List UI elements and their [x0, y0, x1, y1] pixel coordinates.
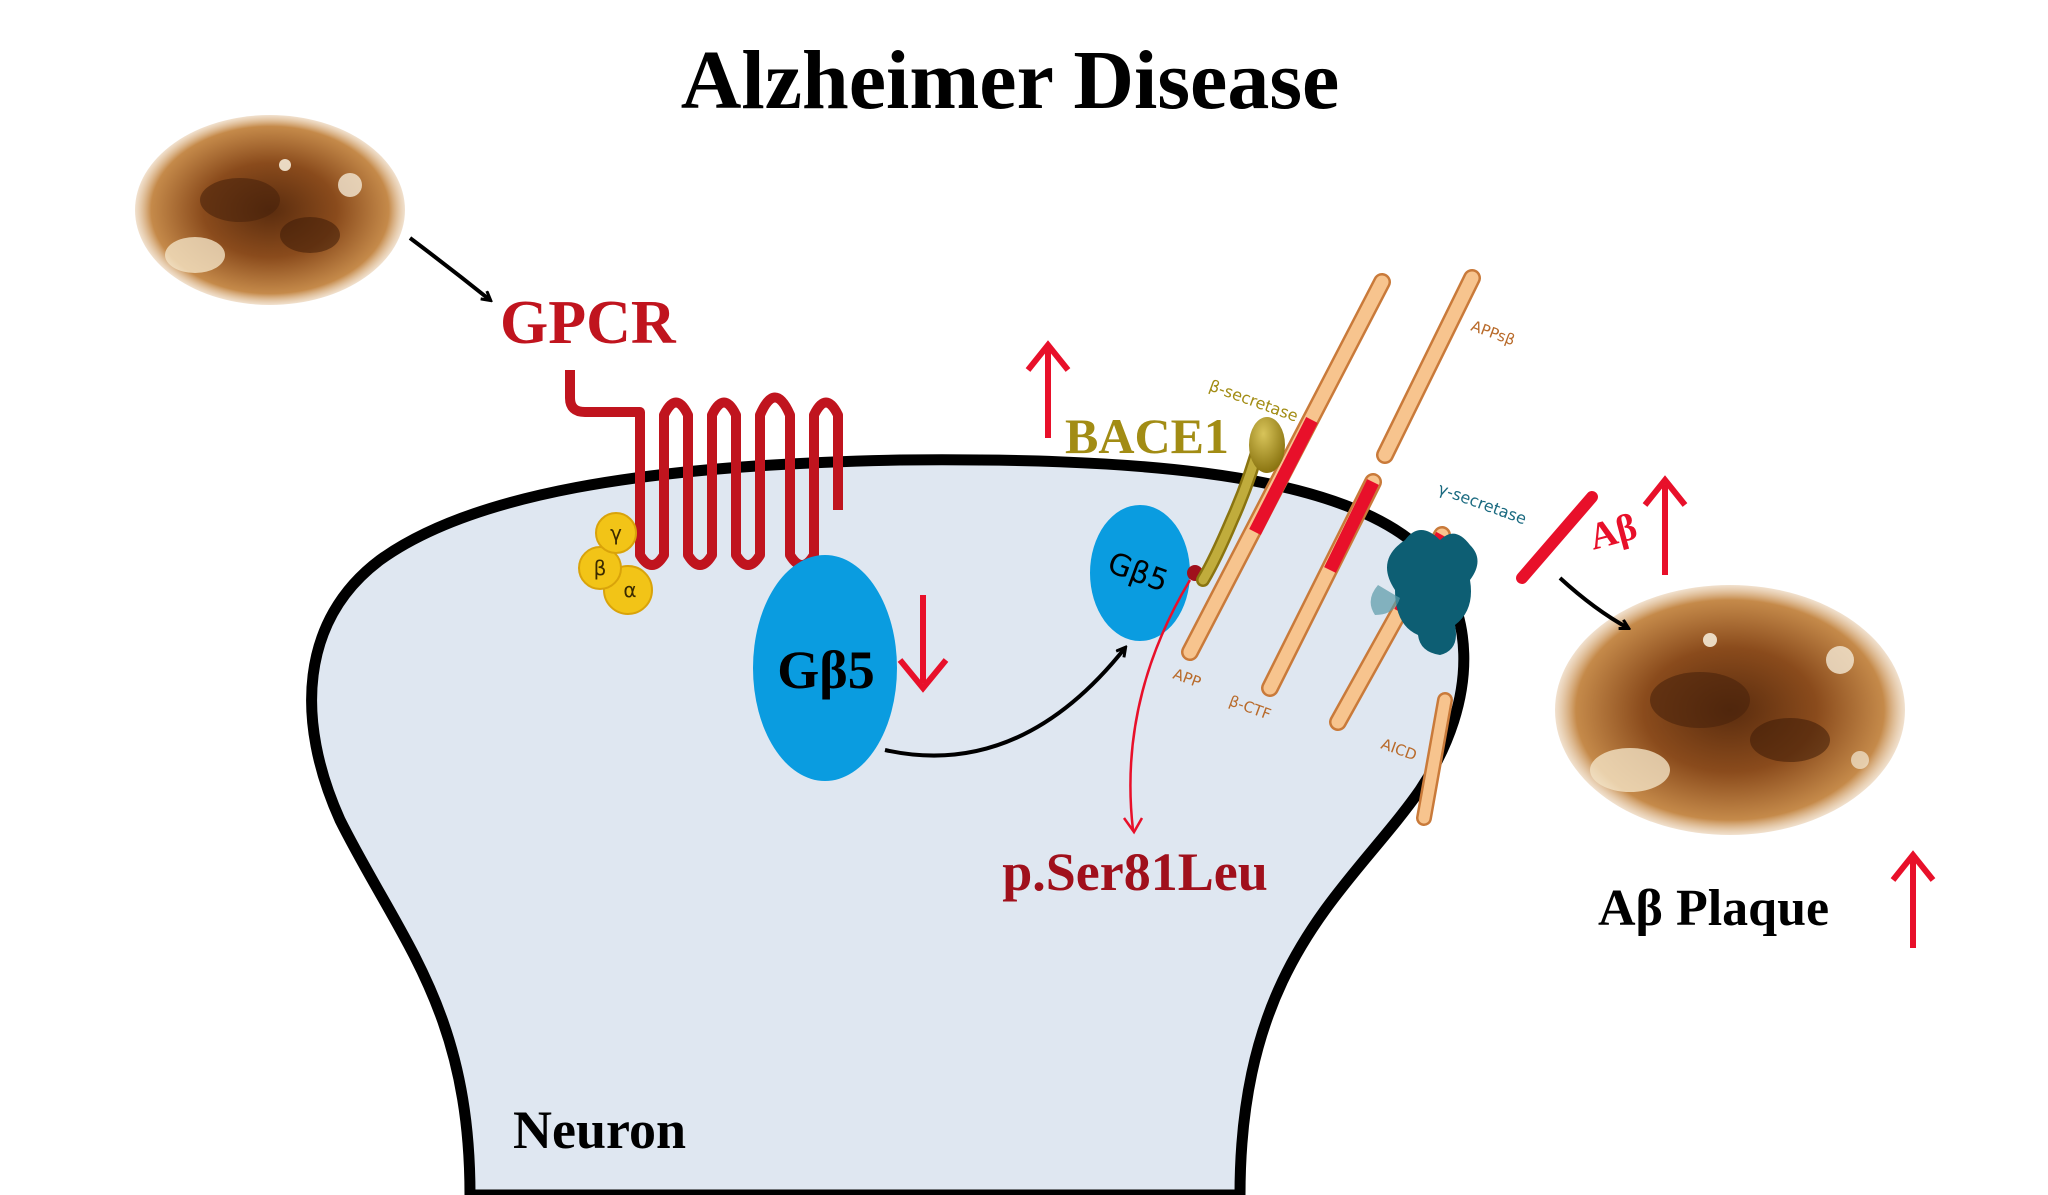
abeta-to-plaque-arrow	[1558, 576, 1628, 628]
bace1-label: BACE1	[1065, 408, 1229, 464]
neuron-label: Neuron	[513, 1100, 686, 1160]
aicd-fragment	[1416, 692, 1453, 826]
beta-ctf-fragment	[1261, 473, 1382, 697]
plaque-increase-arrow	[1890, 850, 1936, 948]
abeta-peptide	[1516, 491, 1598, 584]
amyloid-plaque-image-left	[135, 115, 405, 305]
diagram-title: Alzheimer Disease	[681, 34, 1340, 127]
g-gamma-subunit	[595, 512, 637, 554]
g-protein-trimer: γ β α	[578, 512, 653, 615]
mutation-arrow-head	[1122, 817, 1144, 835]
gbeta5-protein-large	[753, 555, 897, 781]
g-beta-subunit	[578, 546, 622, 590]
gbeta5-protein-small	[1090, 505, 1190, 641]
apps-beta-fragment	[1376, 269, 1481, 464]
gbeta5-decrease-arrow	[897, 595, 949, 693]
amyloid-plaque-image-right	[1555, 585, 1905, 835]
gamma-secretase-complex	[1370, 530, 1478, 655]
bace1-enzyme	[1196, 417, 1285, 587]
g-alpha-label: α	[623, 578, 636, 602]
apps-beta-label: APPsβ	[1469, 317, 1518, 349]
plaque-to-gpcr-arrow	[408, 236, 490, 300]
abeta-label: Aβ	[1585, 506, 1642, 559]
gamma-secretase-label: γ-secretase	[1436, 479, 1529, 529]
g-gamma-label: γ	[610, 521, 622, 545]
mutation-label: p.Ser81Leu	[1002, 842, 1268, 902]
g-beta-label: β	[594, 556, 607, 580]
gpcr-label: GPCR	[500, 289, 677, 357]
app-protein	[1181, 273, 1391, 661]
gbeta5-large-label: Gβ5	[777, 640, 874, 700]
mutation-arrow	[1129, 579, 1192, 831]
abeta-increase-arrow	[1642, 475, 1688, 575]
abeta-plaque-label: Aβ Plaque	[1598, 880, 1829, 937]
gbeta5-translocation-arrow	[884, 648, 1125, 758]
neuron-cell-membrane	[306, 454, 1470, 1195]
bace1-increase-arrow	[1025, 340, 1071, 438]
